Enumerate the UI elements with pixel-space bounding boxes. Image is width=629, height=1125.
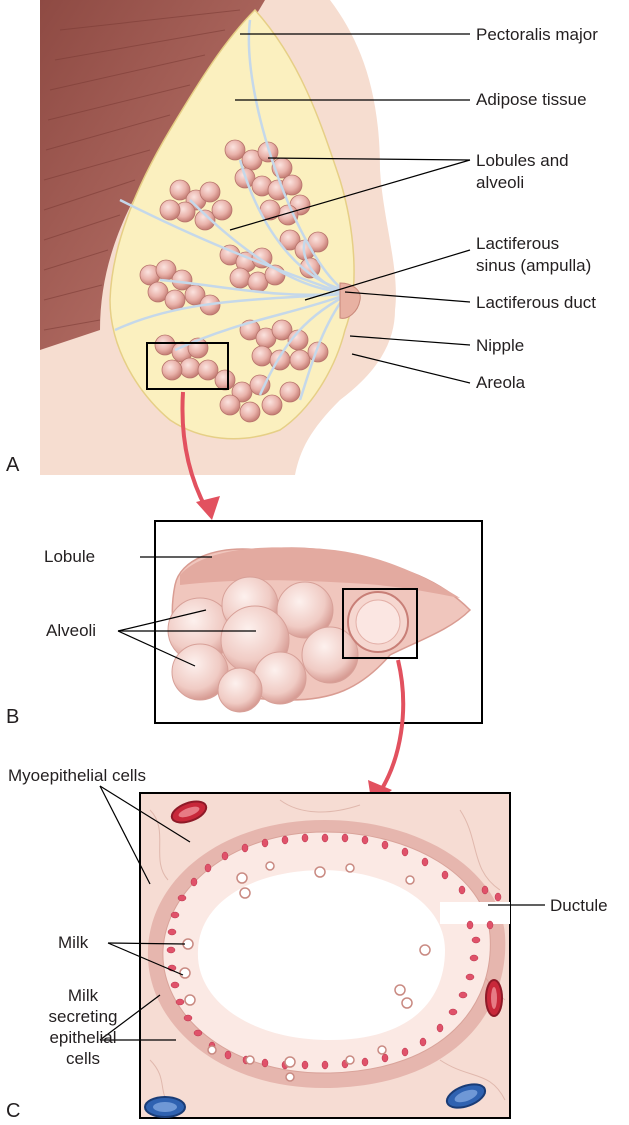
label-nipple: Nipple [476, 335, 524, 356]
panel-a-breast-section [40, 0, 470, 520]
label-secreting-line2: secreting [35, 1006, 131, 1027]
panel-c-alveolus-detail [100, 786, 545, 1118]
label-sinus-line2: sinus (ampulla) [476, 255, 591, 276]
label-lobules-line2: alveoli [476, 172, 524, 193]
panel-letter-c: C [6, 1100, 20, 1122]
label-lobules-line1: Lobules and [476, 150, 569, 171]
label-lobule: Lobule [44, 546, 95, 567]
label-myoepithelial-cells: Myoepithelial cells [8, 765, 146, 786]
label-lactiferous-duct: Lactiferous duct [476, 292, 596, 313]
label-areola: Areola [476, 372, 525, 393]
label-alveoli: Alveoli [46, 620, 96, 641]
label-milk: Milk [58, 932, 88, 953]
label-ductule: Ductule [550, 895, 608, 916]
label-adipose-tissue: Adipose tissue [476, 89, 587, 110]
label-secreting-line1: Milk [48, 985, 118, 1006]
label-secreting-line4: cells [48, 1048, 118, 1069]
label-secreting-line3: epithelial [35, 1027, 131, 1048]
panel-letter-b: B [6, 706, 19, 728]
panel-letter-a: A [6, 454, 19, 476]
panel-b-lobule [118, 521, 482, 806]
label-pectoralis-major: Pectoralis major [476, 24, 598, 45]
alveolar-lumen [198, 870, 445, 1040]
label-sinus-line1: Lactiferous [476, 233, 559, 254]
